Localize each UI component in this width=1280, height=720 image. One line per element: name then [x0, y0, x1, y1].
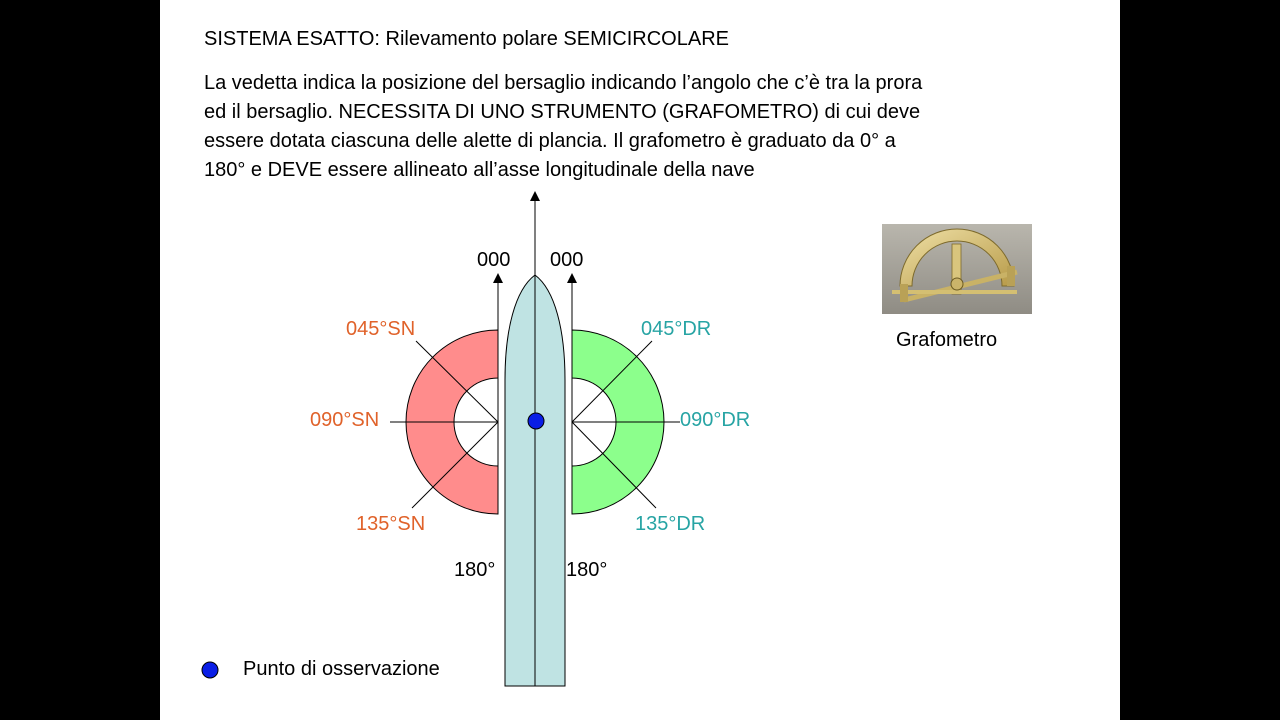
- port-180-label: 180°: [454, 559, 495, 581]
- label-090-sn: 090°SN: [310, 409, 379, 431]
- paragraph-line: essere dotata ciascuna delle alette di p…: [204, 130, 896, 152]
- legend-label: Punto di osservazione: [243, 658, 440, 680]
- paragraph-line: La vedetta indica la posizione del bersa…: [204, 72, 923, 94]
- slide-title: SISTEMA ESATTO: Rilevamento polare SEMIC…: [204, 28, 729, 50]
- grafometro-photo: [882, 224, 1032, 314]
- starboard-radial-045: [571, 340, 653, 423]
- port-radial-135: [411, 421, 499, 509]
- paragraph-line: 180° e DEVE essere allineato all’asse lo…: [204, 159, 755, 181]
- label-090-dr: 090°DR: [680, 409, 750, 431]
- starboard-radial-135: [571, 421, 657, 509]
- semicircular-bearing-diagram: 000 000 180° 180° 045°SN 090°SN 135°SN 0…: [201, 191, 750, 687]
- description-paragraph: La vedetta indica la posizione del bersa…: [204, 69, 1084, 185]
- label-135-sn: 135°SN: [356, 513, 425, 535]
- label-045-sn: 045°SN: [346, 318, 415, 340]
- starboard-zero-label: 000: [550, 249, 583, 271]
- blue-dot-icon: [201, 661, 219, 679]
- photo-caption: Grafometro: [896, 329, 998, 351]
- port-zero-label: 000: [477, 249, 510, 271]
- slide: SISTEMA ESATTO: Rilevamento polare SEMIC…: [160, 0, 1120, 720]
- label-045-dr: 045°DR: [641, 318, 711, 340]
- starboard-180-label: 180°: [566, 559, 607, 581]
- observation-point: [527, 412, 545, 430]
- port-radial-045: [415, 340, 499, 423]
- label-135-dr: 135°DR: [635, 513, 705, 535]
- paragraph-line: ed il bersaglio. NECESSITA DI UNO STRUME…: [204, 101, 921, 123]
